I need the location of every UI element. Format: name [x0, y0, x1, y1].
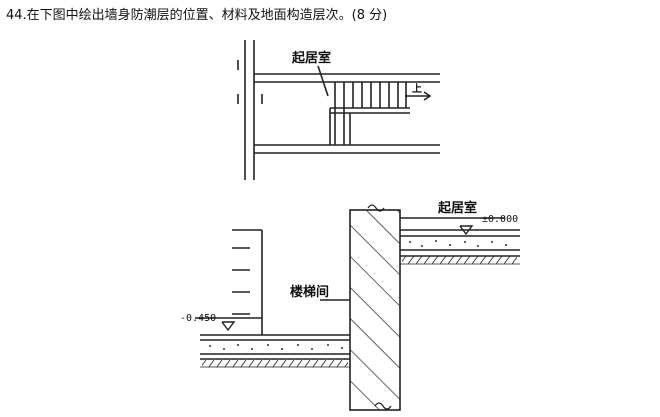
- level-left: -0.450: [180, 313, 216, 324]
- label-living-room-right: 起居室: [437, 200, 477, 216]
- left-floor-layers: [195, 317, 350, 368]
- stair-up-mark: 上: [412, 82, 422, 95]
- stair-wall: [232, 229, 350, 335]
- level-right: ±0.000: [482, 214, 518, 225]
- right-floor-layers: [400, 217, 520, 265]
- plan-view: [237, 40, 440, 180]
- main-wall-hatched: [349, 209, 401, 411]
- question-text: 44.在下图中绘出墙身防潮层的位置、材料及地面构造层次。(8 分): [6, 8, 388, 23]
- label-living-room-top: 起居室: [291, 50, 331, 66]
- label-stairwell: 楼梯间: [290, 284, 329, 300]
